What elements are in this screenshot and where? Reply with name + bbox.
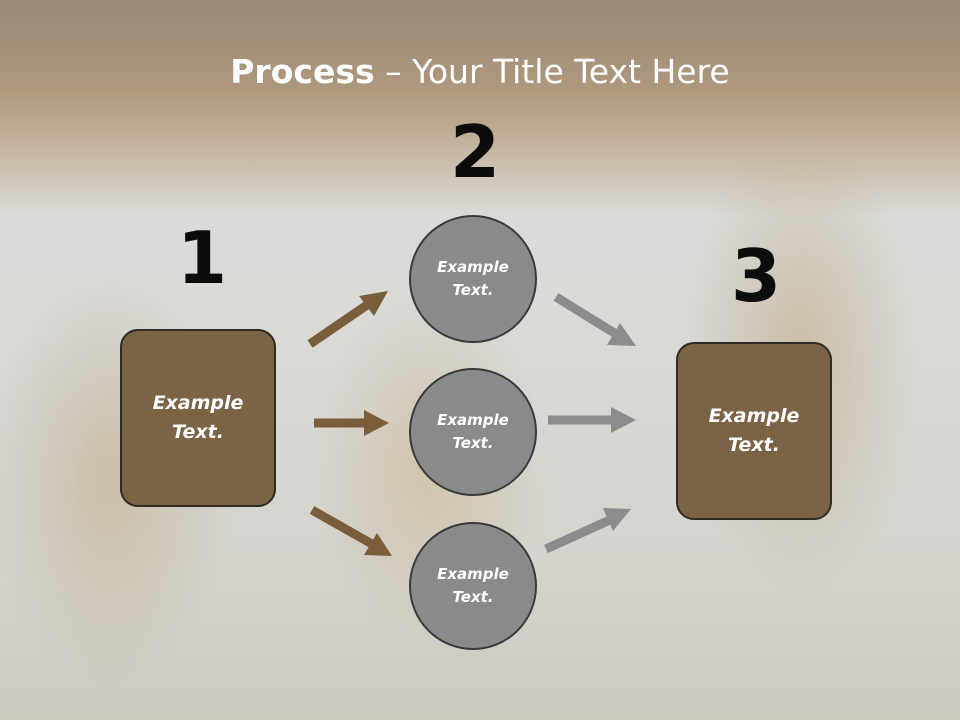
circle-middle-line2: Text. [452,434,494,452]
arrow-middle-to-right [548,407,636,433]
right-box-line2: Text. [728,434,780,456]
circle-top-line1: Example [437,258,509,276]
circle-bottom-line1: Example [437,565,509,583]
circle-top-line2: Text. [452,281,494,299]
arrow-top-to-right [553,293,636,346]
left-box: Example Text. [120,329,276,507]
title-rest: – Your Title Text Here [374,52,730,91]
circle-middle-line1: Example [437,411,509,429]
arrow-left-to-top [307,291,388,348]
circle-bottom-line2: Text. [452,588,494,606]
arrow-left-to-bottom [309,506,392,556]
circle-top: Example Text. [409,215,537,343]
arrow-left-to-middle [314,410,389,436]
step-number-3: 3 [731,234,782,318]
left-box-line1: Example [152,392,244,414]
step-number-1: 1 [177,216,228,300]
slide-title: Process – Your Title Text Here [0,52,960,91]
arrow-bottom-to-right [544,508,631,554]
right-box-line1: Example [708,405,800,427]
left-box-line2: Text. [172,421,224,443]
title-bold: Process [230,52,375,91]
circle-middle: Example Text. [409,368,537,496]
right-box: Example Text. [676,342,832,520]
circle-bottom: Example Text. [409,522,537,650]
step-number-2: 2 [450,110,501,194]
